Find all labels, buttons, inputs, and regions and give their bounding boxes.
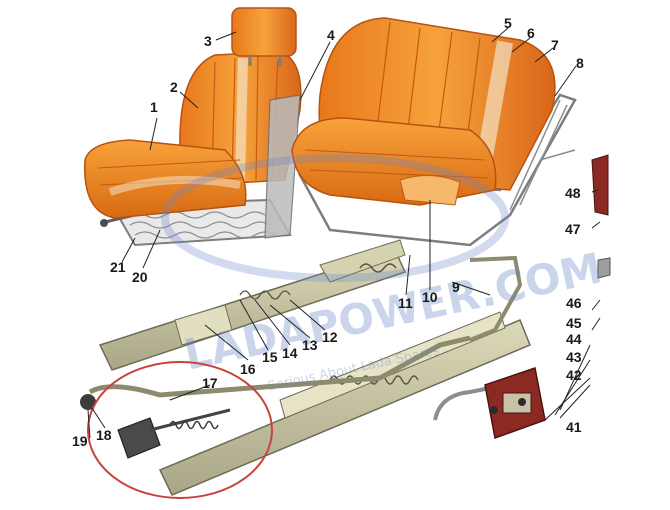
callout-4: 4 — [327, 27, 335, 43]
callout-9: 9 — [452, 279, 460, 295]
callout-14: 14 — [282, 345, 298, 361]
callout-46: 46 — [566, 295, 582, 311]
callout-17: 17 — [202, 375, 218, 391]
callout-8: 8 — [576, 55, 584, 71]
callout-6: 6 — [527, 25, 535, 41]
callout-5: 5 — [504, 15, 512, 31]
callout-12: 12 — [322, 329, 338, 345]
seat-slide-rails — [80, 239, 531, 496]
highlight-circle — [87, 361, 273, 499]
side-part-48 — [591, 154, 609, 216]
callout-41: 41 — [566, 419, 582, 435]
callout-3: 3 — [204, 33, 212, 49]
callout-7: 7 — [551, 37, 559, 53]
callout-21: 21 — [110, 259, 126, 275]
front-seat — [84, 7, 302, 247]
callout-42: 42 — [566, 367, 582, 383]
callout-20: 20 — [132, 269, 148, 285]
callout-44: 44 — [566, 331, 582, 347]
callout-labels: 1 2 3 4 5 6 7 8 9 10 11 12 13 14 15 16 1… — [72, 15, 584, 449]
callout-15: 15 — [262, 349, 278, 365]
callout-13: 13 — [302, 337, 318, 353]
callout-10: 10 — [422, 289, 438, 305]
callout-2: 2 — [170, 79, 178, 95]
adjuster-knob — [117, 417, 161, 459]
front-seat-headrest — [231, 7, 297, 66]
rear-seat — [291, 17, 577, 247]
callout-43: 43 — [566, 349, 582, 365]
callout-18: 18 — [96, 427, 112, 443]
callout-45: 45 — [566, 315, 582, 331]
callout-1: 1 — [150, 99, 158, 115]
callout-48: 48 — [565, 185, 581, 201]
callout-11: 11 — [398, 295, 413, 311]
callout-16: 16 — [240, 361, 256, 377]
release-lever — [469, 255, 523, 342]
adjuster-bar — [88, 335, 471, 398]
callout-47: 47 — [565, 221, 581, 237]
callout-19: 19 — [72, 433, 88, 449]
leader-lines — [87, 27, 601, 439]
